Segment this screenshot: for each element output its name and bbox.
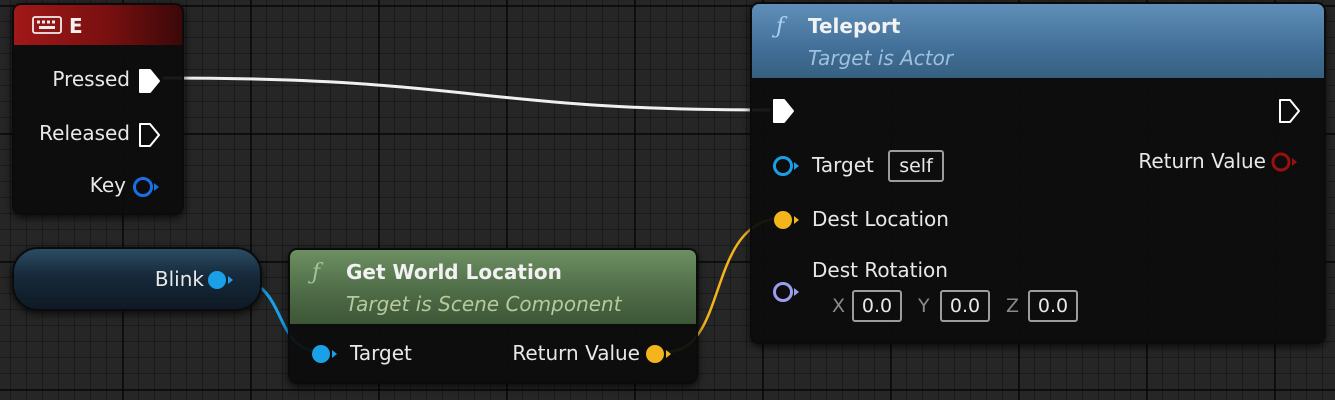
gwl-target-pin[interactable]: [310, 342, 340, 370]
teleport-target-label: Target: [812, 153, 874, 177]
get-world-location-title: Get World Location: [346, 260, 562, 284]
blink-variable-node[interactable]: Blink: [12, 247, 262, 311]
rotation-z-field[interactable]: 0.0: [1028, 290, 1078, 322]
gwl-return-value-pin[interactable]: [644, 342, 674, 370]
rotation-x-label: X: [832, 295, 846, 317]
rotation-y-label: Y: [918, 295, 930, 317]
function-icon: ƒ: [312, 260, 321, 285]
get-world-location-subtitle: Target is Scene Component: [346, 292, 622, 316]
rotation-z-label: Z: [1006, 295, 1020, 317]
key-label: Key: [89, 173, 126, 197]
teleport-target-pin[interactable]: [772, 154, 802, 182]
function-icon: ƒ: [776, 14, 785, 39]
teleport-title: Teleport: [808, 14, 901, 38]
dest-rotation-label: Dest Rotation: [812, 258, 948, 282]
teleport-header: [752, 4, 1324, 78]
blink-output-pin[interactable]: [206, 268, 236, 296]
gwl-return-value-label: Return Value: [512, 341, 640, 365]
released-exec-pin[interactable]: [138, 122, 162, 152]
get-world-location-node[interactable]: ƒ Get World Location Target is Scene Com…: [288, 248, 698, 384]
key-e-title: E: [69, 14, 83, 38]
dest-rotation-pin[interactable]: [772, 280, 802, 308]
teleport-exec-out-pin[interactable]: [1278, 98, 1302, 128]
get-world-location-header: [290, 250, 696, 324]
teleport-subtitle: Target is Actor: [808, 46, 954, 70]
gwl-target-label: Target: [350, 341, 412, 365]
target-self-field[interactable]: self: [888, 150, 944, 182]
teleport-exec-in-pin[interactable]: [772, 98, 796, 128]
keyboard-icon: [32, 16, 62, 38]
dest-location-label: Dest Location: [812, 207, 949, 231]
teleport-return-value-pin[interactable]: [1270, 150, 1300, 178]
key-e-event-header: [14, 5, 182, 45]
key-e-event-node[interactable]: E Pressed Released Key: [12, 3, 184, 215]
exec-wire[interactable]: [162, 76, 771, 112]
teleport-node[interactable]: ƒ Teleport Target is Actor Target self R…: [750, 2, 1326, 344]
released-label: Released: [39, 121, 130, 145]
rotation-x-field[interactable]: 0.0: [852, 290, 902, 322]
rotation-y-field[interactable]: 0.0: [940, 290, 990, 322]
dest-location-pin[interactable]: [772, 208, 802, 236]
pressed-label: Pressed: [52, 67, 130, 91]
teleport-return-value-label: Return Value: [1138, 149, 1266, 173]
blink-label: Blink: [154, 267, 204, 291]
key-struct-pin[interactable]: [132, 175, 162, 203]
pressed-exec-pin[interactable]: [138, 68, 162, 98]
